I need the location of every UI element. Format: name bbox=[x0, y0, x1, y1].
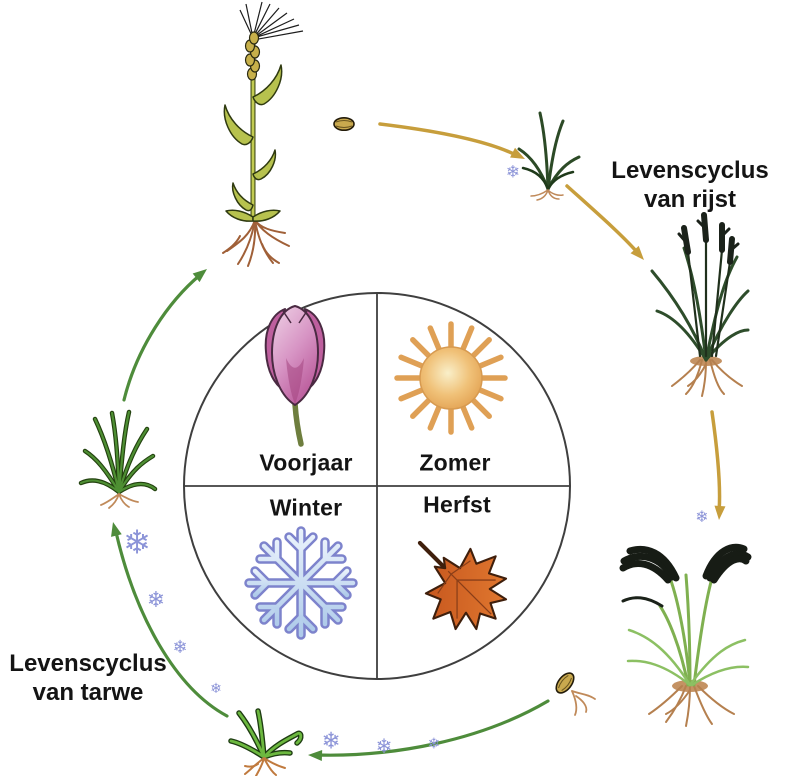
wheat-arrow-3 bbox=[122, 269, 207, 402]
snowflake-icon: ❄ bbox=[172, 637, 188, 658]
snowflake-icon: ❄ bbox=[695, 507, 709, 526]
snowflake-icon: ❄ bbox=[321, 728, 341, 755]
rice-arrow-2 bbox=[565, 184, 644, 260]
rice-seedling bbox=[517, 111, 581, 201]
wheat-arrow-2 bbox=[111, 522, 229, 718]
rice-arrow-3 bbox=[710, 410, 726, 520]
snowflake-icon bbox=[244, 526, 358, 640]
snowflake-icon: ❄ bbox=[210, 681, 222, 697]
snowflake-icon: ❄ bbox=[375, 734, 393, 758]
rice-plant-mature bbox=[619, 543, 752, 727]
maple-leaf-icon bbox=[417, 540, 508, 631]
tulip-icon bbox=[264, 305, 326, 447]
rice-cycle-title-line1: Levenscyclus bbox=[611, 157, 769, 185]
wheat-cycle-title-line2: van tarwe bbox=[32, 679, 144, 706]
rice-cycle-title: Levenscyclus van rijst bbox=[611, 157, 768, 215]
wheat-cycle-title-line1: Levenscyclus bbox=[9, 650, 167, 678]
wheat-cycle-title: Levenscyclus van tarwe bbox=[9, 650, 166, 708]
snowflake-icon: ❄ bbox=[427, 734, 441, 753]
wheat-arrow-1 bbox=[308, 699, 550, 761]
snowflake-icon: ❄ bbox=[146, 588, 166, 613]
rice-plant-flowering bbox=[650, 212, 750, 397]
season-label-winter: Winter bbox=[269, 494, 343, 521]
rice-cycle-title-line2: van rijst bbox=[643, 186, 737, 213]
snowflake-icon: ❄ bbox=[505, 162, 521, 183]
wheat-seedling bbox=[228, 708, 304, 776]
sun-icon bbox=[394, 321, 508, 435]
snowflake-icon: ❄ bbox=[123, 522, 151, 562]
rice-arrow-1 bbox=[378, 122, 525, 159]
wheat-plant-tillering bbox=[78, 409, 158, 509]
season-wheel bbox=[183, 292, 571, 680]
rice-seed-icon bbox=[333, 117, 355, 132]
season-label-spring: Voorjaar bbox=[259, 449, 353, 476]
germinating-seed-icon bbox=[555, 672, 596, 716]
season-label-summer: Zomer bbox=[419, 449, 491, 476]
season-label-autumn: Herfst bbox=[423, 491, 491, 518]
wheat-plant-adult bbox=[222, 1, 304, 267]
